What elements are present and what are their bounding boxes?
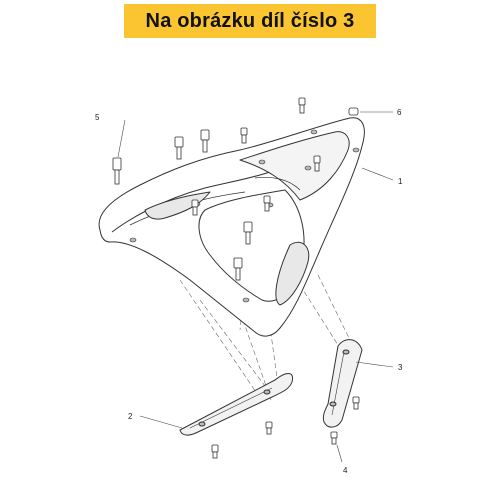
part-2-left-bracket <box>179 373 294 436</box>
callout-6: 6 <box>397 108 402 117</box>
callout-3: 3 <box>398 363 403 372</box>
part-1-luggage-rack <box>98 117 365 337</box>
banner-text: Na obrázku díl číslo 3 <box>145 9 355 32</box>
callout-leader-lines <box>117 111 394 463</box>
part-number-banner: Na obrázku díl číslo 3 <box>124 4 376 38</box>
mounting-screws <box>112 97 360 459</box>
part-3-right-bracket <box>322 339 363 428</box>
callout-1: 1 <box>398 177 403 186</box>
callout-2: 2 <box>128 412 133 421</box>
callout-5: 5 <box>95 113 100 122</box>
callout-4: 4 <box>343 466 348 475</box>
